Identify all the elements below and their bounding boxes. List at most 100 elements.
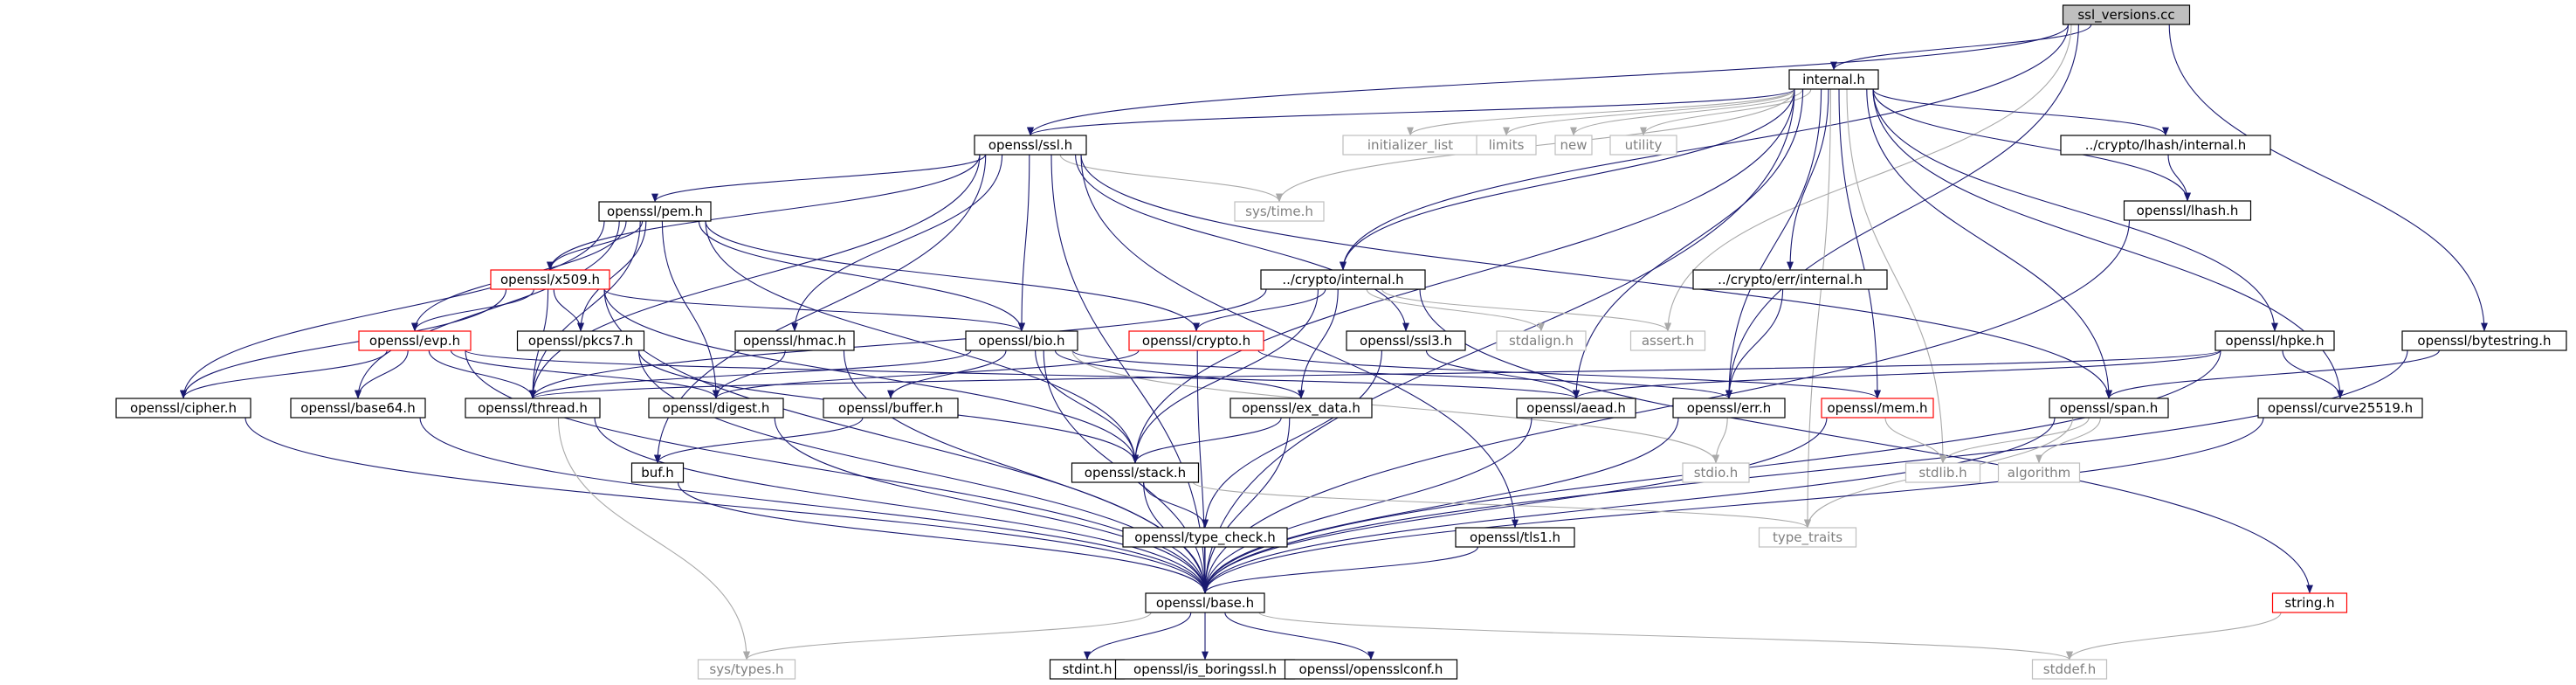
node-box [1229,398,1373,419]
edge-path [1340,88,1795,271]
edge-buf_h-to-base_h [677,481,1209,594]
node-openssl-base64-h[interactable]: openssl/base64.h [290,398,426,419]
edge-path [2066,612,2282,661]
edge-path [1884,417,1946,464]
edge-ssl_h-to-ssl3_h [1075,154,1409,332]
edge-path [603,288,1139,464]
node-sys-types-h[interactable]: sys/types.h [697,659,796,680]
node-openssl-ssl-h[interactable]: openssl/ssl.h [974,135,1087,156]
edge-path [1257,349,1881,399]
node-openssl-lhash-h[interactable]: openssl/lhash.h [2123,200,2252,221]
edge-path [2168,24,2488,332]
node-openssl-cipher-h[interactable]: openssl/cipher.h [115,398,251,419]
node-box [974,135,1087,156]
node-assert-h[interactable]: assert.h [1629,330,1706,351]
edge-path [1725,88,1822,399]
node-limits[interactable]: limits [1476,135,1537,156]
node-box [358,330,472,351]
edge-path [1366,288,1545,332]
node-openssl-hpke-h[interactable]: openssl/hpke.h [2214,330,2335,351]
node-openssl-curve25519-h[interactable]: openssl/curve25519.h [2257,398,2423,419]
node-openssl-evp-h[interactable]: openssl/evp.h [358,330,472,351]
node-crypto-lhash-internal-h[interactable]: ../crypto/lhash/internal.h [2060,135,2271,156]
edge-path [1573,88,1804,399]
node-box [598,201,712,222]
node-layer: ssl_versions.cc internal.h openssl/ssl.h in… [115,4,2567,680]
node-new[interactable]: new [1554,135,1593,156]
node-openssl-pkcs7-h[interactable]: openssl/pkcs7.h [516,330,645,351]
node-algorithm[interactable]: algorithm [1997,462,2081,483]
node-openssl-hmac-h[interactable]: openssl/hmac.h [734,330,855,351]
node-openssl-x509-h[interactable]: openssl/x509.h [490,269,610,290]
edge-internal_h-to-ssl_h [1027,88,1795,136]
node-openssl-base-h[interactable]: openssl/base.h [1145,592,1265,613]
node-label: internal.h [1802,72,1865,87]
node-box [1455,527,1575,548]
edge-path [547,154,981,271]
node-openssl-bio-h[interactable]: openssl/bio.h [965,330,1078,351]
node-box [516,330,645,351]
edge-path [1939,417,2090,464]
node-box [734,330,855,351]
node-box [630,462,685,483]
edge-path [180,220,605,399]
edge-bio_h-to-thread_h [529,349,972,399]
edge-pem_h-to-thread_h [529,220,641,399]
node-openssl-aead-h[interactable]: openssl/aead.h [1516,398,1636,419]
edge-internal_h-to-err_internal [1787,88,1829,271]
edge-root-to-bytestring_h [2168,24,2488,332]
node-box [2257,398,2423,419]
edge-path [547,220,644,271]
node-openssl-stack-h[interactable]: openssl/stack.h [1071,462,1200,483]
node-stdio-h[interactable]: stdio.h [1682,462,1750,483]
edge-evp_h-to-digest_h [450,349,720,399]
node-openssl-err-h[interactable]: openssl/err.h [1672,398,1786,419]
node-openssl-is-boringssl-h[interactable]: openssl/is_boringssl.h [1114,659,1296,680]
node-openssl-buffer-h[interactable]: openssl/buffer.h [823,398,959,419]
node-crypto-internal-h[interactable]: ../crypto/internal.h [1260,269,1426,290]
node-openssl-mem-h[interactable]: openssl/mem.h [1821,398,1934,419]
node-box [965,330,1078,351]
edge-curve_h-to-base_h [1202,417,2264,594]
edge-path [1276,88,1795,203]
node-stdalign-h[interactable]: stdalign.h [1496,330,1587,351]
node-openssl-opensslconf-h[interactable]: openssl/opensslconf.h [1284,659,1458,680]
edge-path [1340,24,2070,271]
node-sys-time-h[interactable]: sys/time.h [1234,201,1325,222]
node-label: openssl/buffer.h [838,400,943,416]
node-openssl-span-h[interactable]: openssl/span.h [2049,398,2169,419]
node-label: stddef.h [2043,661,2096,677]
node-openssl-bytestring-h[interactable]: openssl/bytestring.h [2401,330,2567,351]
node-stddef-h[interactable]: stddef.h [2031,659,2108,680]
node-string-h[interactable]: string.h [2271,592,2348,613]
node-openssl-type-check-h[interactable]: openssl/type_check.h [1122,527,1288,548]
node-type-traits[interactable]: type_traits [1758,527,1857,548]
node-label: ssl_versions.cc [2077,7,2174,24]
edge-internal_h-to-lhash_internal [1872,88,2169,136]
node-utility[interactable]: utility [1609,135,1677,156]
node-openssl-crypto-h[interactable]: openssl/crypto.h [1128,330,1264,351]
node-box [2031,659,2108,680]
edge-ex_data_h-to-base_h [1202,417,1291,594]
node-openssl-ssl3-h[interactable]: openssl/ssl3.h [1346,330,1466,351]
node-openssl-pem-h[interactable]: openssl/pem.h [598,201,712,222]
edge-path [1202,417,1533,594]
node-initializer-list[interactable]: initializer_list [1342,135,1478,156]
edge-span_h-to-stdlib_h [1939,417,2090,464]
node-stdint-h[interactable]: stdint.h [1049,659,1126,680]
edge-cipher_h-to-base_h [245,417,1209,594]
edge-path [1664,24,2072,332]
node-openssl-thread-h[interactable]: openssl/thread.h [465,398,601,419]
node-internal-h[interactable]: internal.h [1788,69,1879,90]
node-buf-h[interactable]: buf.h [630,462,685,483]
node-stdlib-h[interactable]: stdlib.h [1904,462,1981,483]
node-crypto-err-internal-h[interactable]: ../crypto/err/internal.h [1692,269,1888,290]
edge-string_h-to-stddef_h [2066,612,2282,661]
edge-mem_h-to-stdlib_h [1884,417,1946,464]
node-openssl-ex-data-h[interactable]: openssl/ex_data.h [1229,398,1373,419]
node-ssl-versions-cc[interactable]: ssl_versions.cc [2062,4,2191,25]
node-openssl-digest-h[interactable]: openssl/digest.h [648,398,784,419]
node-label: openssl/pkcs7.h [528,333,633,349]
node-openssl-tls1-h[interactable]: openssl/tls1.h [1455,527,1575,548]
node-label: openssl/base64.h [300,400,415,416]
